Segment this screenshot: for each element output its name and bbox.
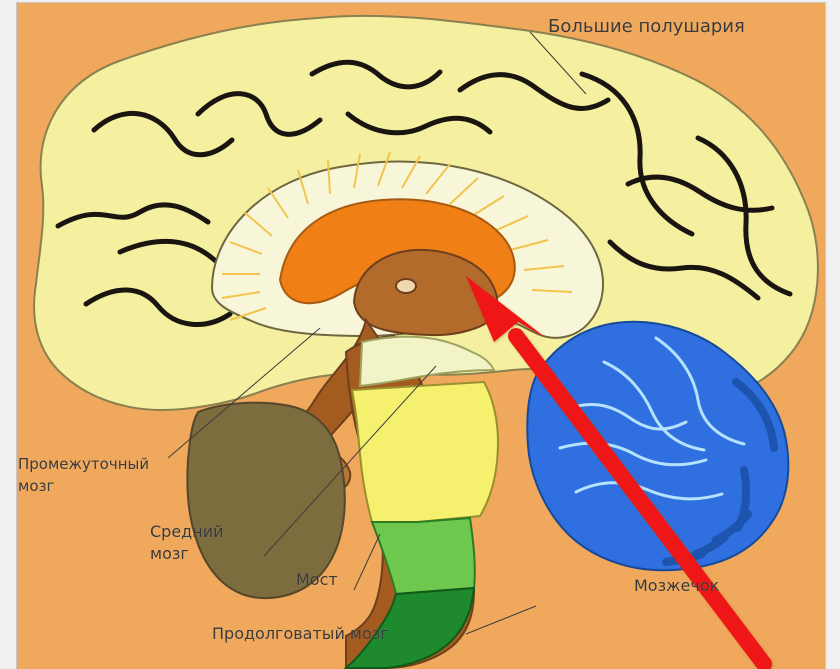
label-midbrain-line2: мозг [150,546,189,562]
label-midbrain-line1: Средний [150,524,224,540]
label-leader-medulla [466,606,536,634]
label-diencephalon-line2: мозг [18,478,54,494]
brain-diagram-svg [16,2,824,669]
pons [352,382,498,522]
label-cerebellum: Мозжечок [634,576,719,596]
thalamus-highlight [396,279,416,293]
label-pons: Мост [296,570,338,590]
label-medulla: Продолговатый мозг [212,624,389,644]
label-hemispheres: Большие полушария [548,17,745,37]
temporal-region [187,403,344,599]
label-diencephalon-line1: Промежуточный [18,456,149,472]
label-leader-pons [354,534,380,590]
